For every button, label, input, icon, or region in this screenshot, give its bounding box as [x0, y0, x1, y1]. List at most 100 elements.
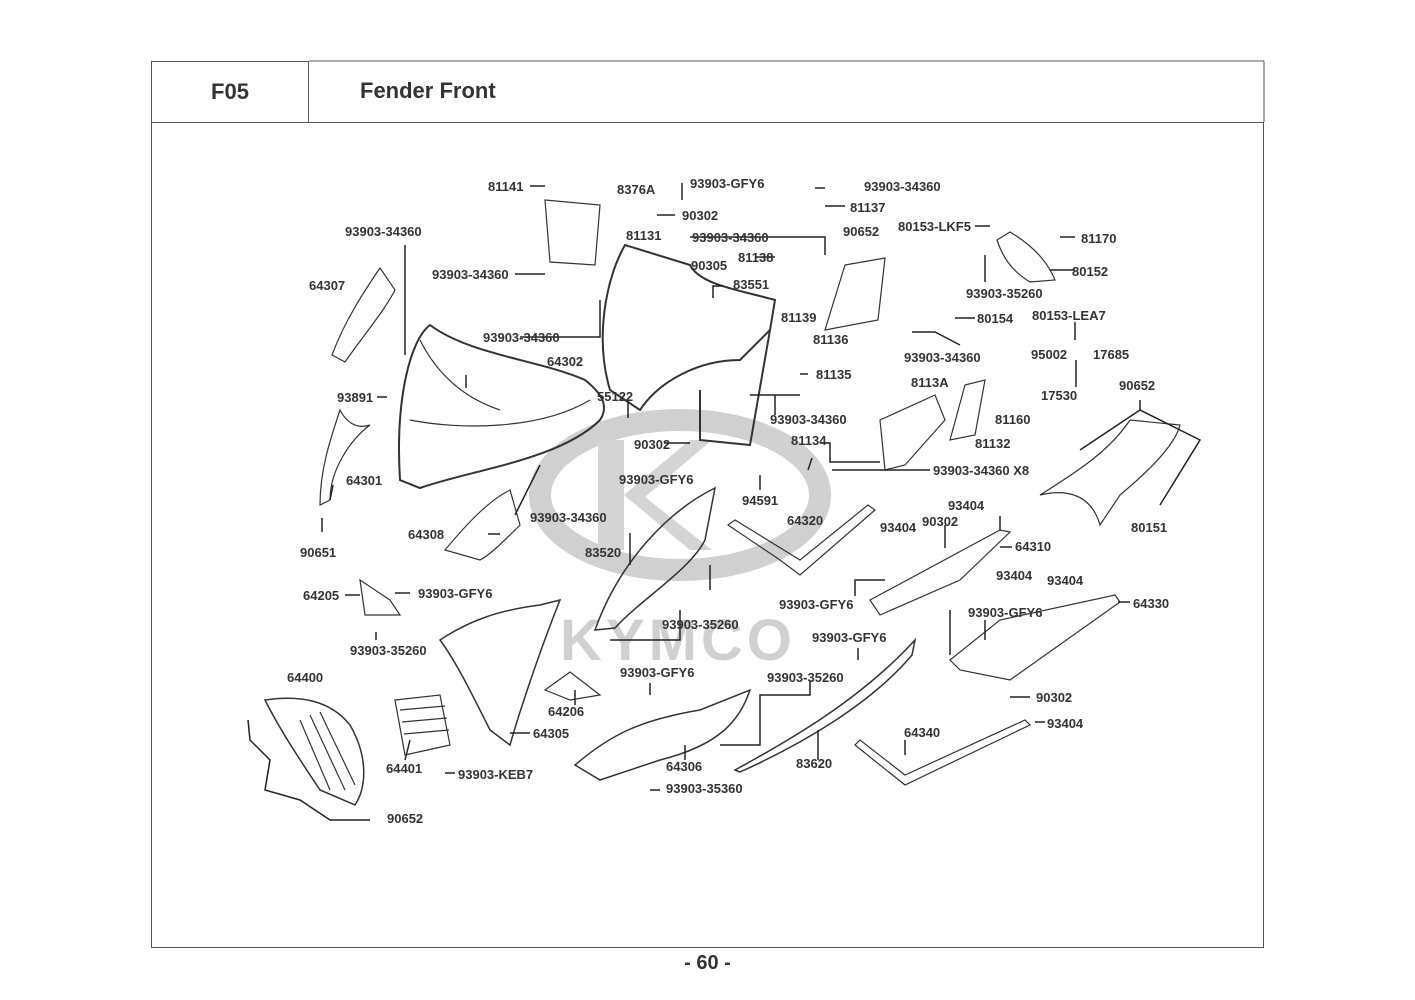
part-64301-side-trim	[319, 408, 371, 506]
part-label: 93903-GFY6	[620, 665, 695, 680]
part-64308-trim	[443, 489, 521, 561]
part-label: 64205	[303, 588, 340, 603]
part-label: 83551	[733, 277, 770, 292]
part-label: 64330	[1133, 596, 1170, 611]
part-label: 8376A	[617, 182, 656, 197]
part-80151-floor-panel	[1039, 419, 1181, 527]
page-number: - 60 -	[684, 952, 731, 974]
part-label: 64400	[287, 670, 324, 685]
part-label: 81138	[738, 250, 774, 265]
part-label: 80152	[1072, 264, 1109, 279]
part-label: 93903-34360	[904, 350, 981, 365]
watermark-logo-k-stem	[598, 440, 624, 550]
part-label: 90652	[387, 811, 424, 826]
part-label: 81134	[791, 433, 827, 448]
part-label: 95002	[1031, 347, 1068, 362]
part-label: 80153-LEA7	[1032, 308, 1106, 323]
part-83620-molding	[733, 637, 917, 773]
part-label: 93404	[880, 520, 917, 535]
part-64306-lower-cover	[573, 688, 752, 781]
part-label: 90302	[922, 514, 959, 529]
part-label: 90652	[1119, 378, 1156, 393]
part-label: 81132	[975, 436, 1011, 451]
part-81132-cover	[949, 379, 986, 441]
part-label: 81136	[813, 332, 849, 347]
leader-lines	[247, 183, 1202, 821]
part-label: 93903-34360	[345, 224, 422, 239]
part-81136-pocket	[824, 257, 886, 331]
part-8113A-cover	[879, 394, 946, 471]
part-label: 81137	[850, 200, 886, 215]
part-label: 64307	[309, 278, 346, 293]
part-label: 90302	[682, 208, 719, 223]
part-label: 64305	[533, 726, 570, 741]
part-label: 64308	[408, 527, 445, 542]
part-label: 93903-GFY6	[690, 176, 765, 191]
part-label: 64301	[346, 473, 383, 488]
part-label: 93404	[1047, 716, 1084, 731]
part-label: 90302	[1036, 690, 1073, 705]
part-64400-lower-guard	[263, 697, 365, 806]
part-64340-step-rail	[854, 719, 1032, 786]
part-label: 93404	[1047, 573, 1084, 588]
part-label: 93903-35260	[350, 643, 427, 658]
diagram-frame	[151, 122, 1264, 948]
page-title: Fender Front	[360, 78, 496, 103]
part-64302-front-cover	[398, 323, 605, 490]
part-label: 81131	[626, 228, 662, 243]
part-label: 80154	[977, 311, 1014, 326]
part-label: 81160	[995, 412, 1031, 427]
part-label: 93903-35260	[966, 286, 1043, 301]
part-80152-bracket	[996, 231, 1056, 283]
part-64401-grille	[394, 694, 451, 756]
part-label: 8113A	[911, 375, 949, 390]
part-label: 64401	[386, 761, 423, 776]
section-code: F05	[211, 79, 249, 104]
part-label: 93903-GFY6	[418, 586, 493, 601]
part-label: 64340	[904, 725, 941, 740]
part-label: 93903-34360	[770, 412, 847, 427]
part-64305-lower-cover	[438, 598, 562, 747]
part-label: 81135	[816, 367, 852, 382]
part-label: 93903-KEB7	[458, 767, 534, 782]
part-label: 93891	[337, 390, 374, 405]
part-81131-leg-shield	[601, 243, 777, 412]
part-label: 94591	[742, 493, 779, 508]
part-label: 93903-35360	[666, 781, 743, 796]
part-label: 17530	[1041, 388, 1078, 403]
part-label: 93404	[996, 568, 1033, 583]
part-label: 81141	[488, 179, 524, 194]
part-label: 93903-35260	[662, 617, 739, 632]
part-64310-side-panel	[869, 529, 1012, 616]
part-64206-bracket	[543, 671, 602, 701]
part-label: 93903-GFY6	[812, 630, 887, 645]
part-label: 93903-34360	[483, 330, 560, 345]
part-label: 64320	[787, 513, 824, 528]
watermark-logo-k-arm	[624, 440, 712, 550]
part-label: 93903-34360	[692, 230, 769, 245]
part-label: 64306	[666, 759, 703, 774]
part-64320-rail	[726, 504, 876, 576]
part-label: 90302	[634, 437, 671, 452]
part-label: 93903-35260	[767, 670, 844, 685]
part-83520-side-cover	[593, 486, 717, 631]
part-label: 90652	[843, 224, 880, 239]
part-64307-inner-panel	[331, 266, 396, 363]
part-label: 93404	[948, 498, 985, 513]
part-label: 90305	[691, 258, 728, 273]
part-label: 93903-GFY6	[968, 605, 1043, 620]
part-label: 83620	[796, 756, 833, 771]
part-label: 81170	[1081, 231, 1117, 246]
part-label: 93903-GFY6	[779, 597, 854, 612]
part-label: 17685	[1093, 347, 1130, 362]
part-label: 83520	[585, 545, 622, 560]
part-label: 64310	[1015, 539, 1052, 554]
part-64205-bracket	[359, 578, 402, 616]
part-81141-panel	[544, 199, 601, 266]
part-label: 64302	[547, 354, 584, 369]
part-label: 80153-LKF5	[898, 219, 971, 234]
part-label: 55122	[597, 389, 634, 404]
part-label: 64206	[548, 704, 585, 719]
part-label: 81139	[781, 310, 817, 325]
